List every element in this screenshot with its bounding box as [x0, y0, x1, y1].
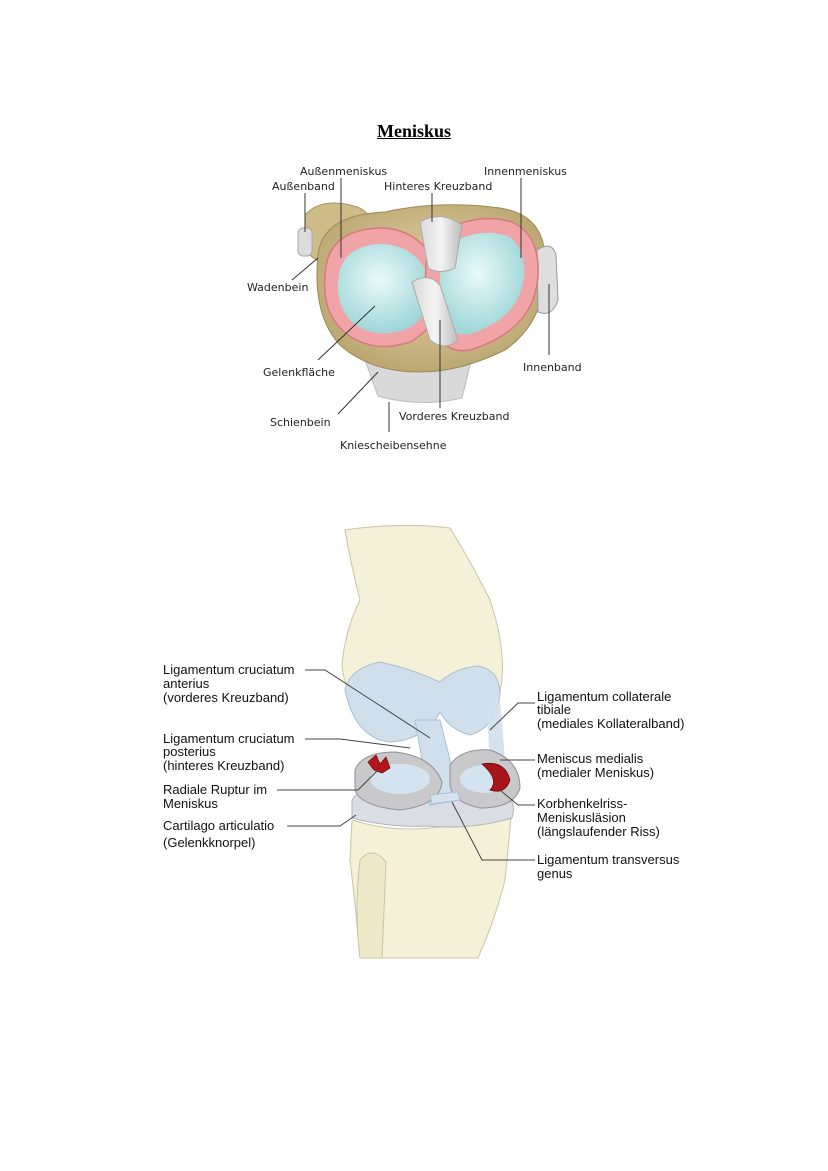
label-medialis-line2: (medialer Meniskus)	[537, 765, 654, 780]
label-cartilago-line2: (Gelenkknorpel)	[163, 835, 256, 850]
label-innenband: Innenband	[523, 361, 582, 374]
label-korbhenkel-line2: Meniskusläsion	[537, 810, 626, 825]
radial-tear	[367, 754, 391, 774]
label-ruptur-line1: Radiale Ruptur im	[163, 782, 267, 797]
label-schienbein: Schienbein	[270, 416, 331, 429]
medial-articular-surface	[440, 232, 525, 335]
label-lcp-line1: Ligamentum cruciatum	[163, 731, 295, 746]
label-lca-line2: anterius	[163, 676, 210, 691]
label-transversus-line1: Ligamentum transversus	[537, 852, 680, 867]
femoral-cartilage	[344, 661, 501, 743]
label-lcp-line3: (hinteres Kreuzband)	[163, 758, 284, 773]
label-collaterale-line3: (mediales Kollateralband)	[537, 716, 684, 731]
label-ruptur-line2: Meniskus	[163, 796, 218, 811]
collateral-ligament	[486, 700, 505, 760]
label-collaterale-line1: Ligamentum collaterale	[537, 689, 671, 704]
label-aussenmeniskus: Außenmeniskus	[300, 165, 387, 178]
transverse-ligament	[429, 791, 461, 805]
label-korbhenkel-line1: Korbhenkelriss-	[537, 796, 627, 811]
label-aussenband: Außenband	[272, 180, 335, 193]
posterior-cruciate-ligament	[419, 216, 463, 272]
anterior-cruciate-ligament	[411, 277, 459, 347]
label-hinteres-kreuzband: Hinteres Kreuzband	[384, 180, 492, 193]
tibia	[349, 806, 513, 959]
label-lca-line3: (vorderes Kreuzband)	[163, 690, 289, 705]
bucket-handle-tear	[481, 762, 511, 792]
aussenband-ligament	[297, 227, 313, 257]
fibula	[356, 852, 387, 959]
label-kniescheibensehne: Kniescheibensehne	[340, 439, 447, 452]
label-lca-line1: Ligamentum cruciatum	[163, 662, 295, 677]
lateral-articular-surface	[337, 244, 431, 334]
label-innenmeniskus: Innenmeniskus	[484, 165, 567, 178]
label-collaterale-line2: tibiale	[537, 702, 571, 717]
label-wadenbein: Wadenbein	[247, 281, 308, 294]
label-lcp-line2: posterius	[163, 744, 216, 759]
page-title: Meniskus	[376, 121, 452, 141]
label-transversus-line2: genus	[537, 866, 573, 881]
label-cartilago-line1: Cartilago articulatio	[163, 818, 274, 833]
label-gelenkflaeche: Gelenkfläche	[263, 366, 335, 379]
label-korbhenkel-line3: (längslaufender Riss)	[537, 824, 660, 839]
label-vorderes-kreuzband: Vorderes Kreuzband	[399, 410, 509, 423]
label-medialis-line1: Meniscus medialis	[537, 751, 644, 766]
innenband-ligament	[536, 245, 559, 314]
